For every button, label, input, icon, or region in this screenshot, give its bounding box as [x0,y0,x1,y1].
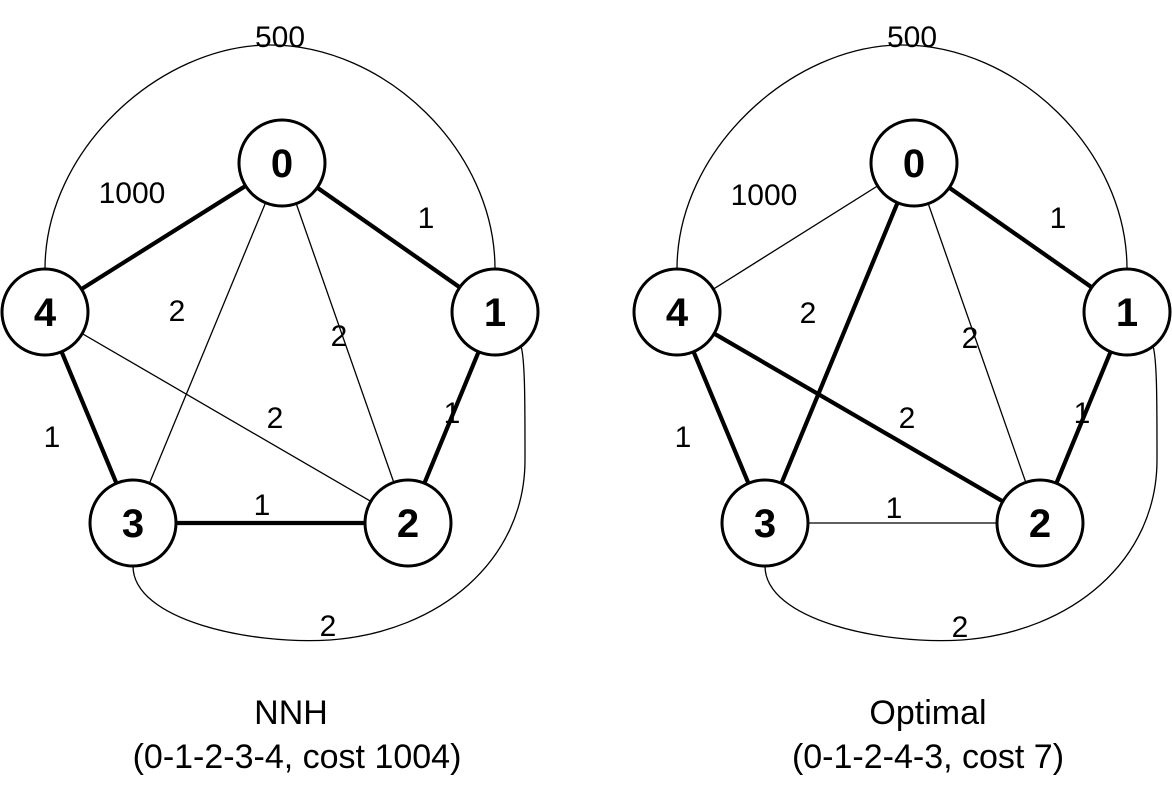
edge-weight-label: 2 [800,297,817,330]
edge-weight-label: 1 [675,421,692,454]
edge-weight-label: 2 [899,402,916,435]
node-label: 0 [271,142,293,186]
node-2: 2 [995,478,1085,568]
edge-weights: 1 1 1 1 1000 2 2 2 500 2 [44,21,461,643]
node-circle [869,118,959,208]
node-label: 2 [1029,502,1051,546]
node-circle [237,118,327,208]
node-0: 0 [237,118,327,208]
node-circle [720,478,810,568]
node-circle [1082,267,1172,357]
graph-caption-title: Optimal [869,694,986,732]
graph-caption-title: NNH [254,694,328,732]
edge-weight-label: 1 [418,202,435,235]
nodes: 0 1 2 3 4 [632,118,1172,568]
nnh-graph: 0 1 2 3 4 1 1 1 1 1000 2 2 2 500 2 NNH (0-1-2-3-4, co… [0,21,540,776]
node-label: 1 [484,291,506,335]
edge-3-0 [763,162,916,524]
node-3: 3 [88,478,178,568]
nodes: 0 1 2 3 4 [0,118,540,568]
node-4: 4 [0,267,90,357]
edge-weight-label: 2 [169,295,186,328]
edge-3-1 [764,345,1158,642]
edge-weights: 1 1 2 1 2 2 1000 1 500 2 [675,21,1091,644]
edge-weight-label: 2 [267,402,284,435]
edge-0-2 [913,162,1041,524]
edge-weight-label: 1 [44,421,61,454]
edge-2-4 [675,310,1042,525]
node-circle [632,267,722,357]
node-label: 3 [754,502,776,546]
edge-weight-label: 1000 [99,177,166,210]
node-label: 4 [34,291,57,335]
node-circle [0,267,90,357]
node-label: 1 [1116,291,1138,335]
edge-weight-label: 1000 [731,179,798,212]
node-label: 4 [666,291,689,335]
node-3: 3 [720,478,810,568]
edge-4-2 [44,311,409,524]
node-0: 0 [869,118,959,208]
edge-weight-label: 500 [255,21,305,54]
node-4: 4 [632,267,722,357]
graph-caption-subtitle: (0-1-2-4-3, cost 7) [792,738,1064,776]
edge-4-1 [676,44,1128,270]
edge-4-1 [44,44,496,270]
edge-weight-label: 500 [887,21,937,54]
node-circle [995,478,1085,568]
node-label: 2 [397,502,419,546]
edge-weight-label: 2 [962,322,979,355]
edge-weight-label: 1 [1050,202,1067,235]
edge-0-2 [281,162,409,524]
edge-weight-label: 1 [254,489,271,522]
edge-weight-label: 1 [886,492,903,525]
edge-4-0 [43,161,284,314]
node-1: 1 [450,267,540,357]
node-circle [88,478,178,568]
node-2: 2 [363,478,453,568]
edge-weight-label: 1 [444,397,461,430]
graph-caption-subtitle: (0-1-2-3-4, cost 1004) [133,738,462,776]
edge-weight-label: 2 [952,611,969,644]
node-circle [450,267,540,357]
edge-weight-label: 1 [1074,397,1091,430]
edge-weight-label: 2 [331,320,348,353]
node-label: 3 [122,502,144,546]
node-circle [363,478,453,568]
edge-weight-label: 2 [320,610,337,643]
edge-0-4 [676,162,915,313]
optimal-graph: 0 1 2 3 4 1 1 2 1 2 2 1000 1 500 2 Optimal (0-1-2-4-3… [632,21,1172,776]
node-label: 0 [903,142,925,186]
edge-3-1 [132,345,526,642]
edge-0-3 [132,162,283,524]
node-1: 1 [1082,267,1172,357]
